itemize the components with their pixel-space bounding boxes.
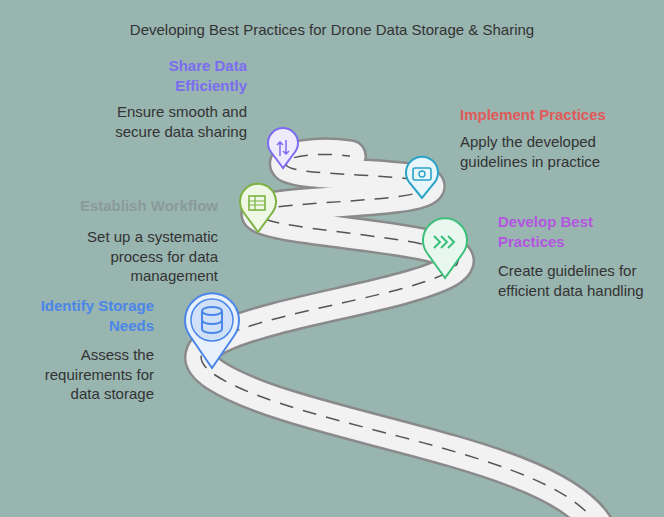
step-description: Assess the requirements for data storage	[40, 345, 154, 404]
diagram-title: Developing Best Practices for Drone Data…	[0, 21, 664, 38]
pin-workflow	[240, 184, 276, 232]
step-heading: Develop Best Practices	[498, 212, 628, 251]
step-description: Apply the developed guidelines in practi…	[460, 132, 650, 171]
step-heading: Establish Workflow	[40, 196, 218, 216]
step-description: Set up a systematic process for data man…	[55, 227, 218, 286]
step-description: Create guidelines for efficient data han…	[498, 261, 648, 300]
pin-implement	[406, 157, 438, 198]
pin-develop	[423, 218, 467, 278]
step-heading: Implement Practices	[460, 105, 650, 125]
road-edge	[201, 154, 600, 517]
road	[201, 154, 600, 517]
pin-share	[268, 128, 298, 168]
step-heading: Share Data Efficiently	[135, 56, 247, 95]
step-description: Ensure smooth and secure data sharing	[90, 102, 247, 141]
pin-storage	[185, 293, 239, 368]
step-heading: Identify Storage Needs	[20, 296, 154, 335]
road-center-line	[201, 154, 600, 517]
